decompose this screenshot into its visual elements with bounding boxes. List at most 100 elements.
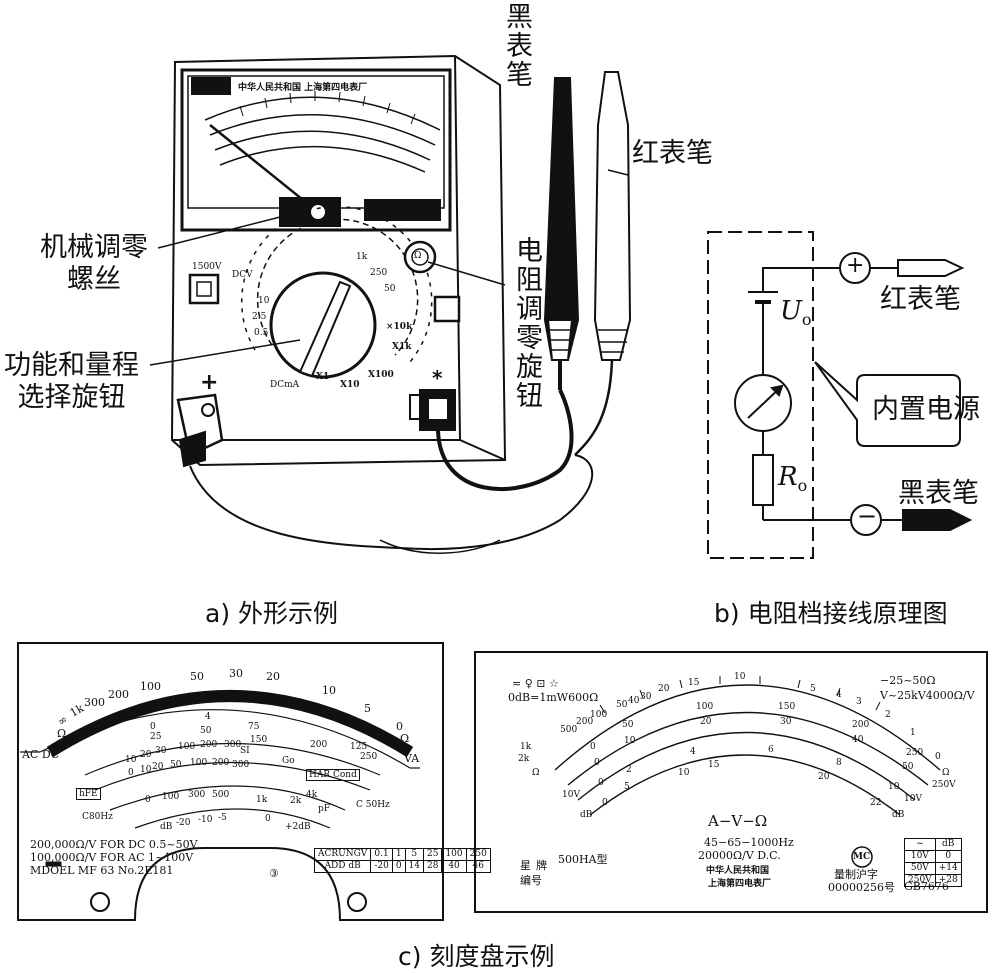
rd-v2-50: 50 <box>902 762 914 772</box>
left-dial <box>17 642 444 921</box>
rd-v3-4: 4 <box>690 747 696 757</box>
ohm-scale-300: 300 <box>84 696 105 709</box>
c50hz-label: C 50Hz <box>356 800 390 810</box>
dial-label-1k: 1k <box>356 252 368 262</box>
ohm-scale-30: 30 <box>229 667 243 680</box>
c80hz-label: C80Hz <box>82 812 113 822</box>
scale-50: 50 <box>200 726 212 736</box>
scale-250: 250 <box>360 752 378 762</box>
rd-v-150: 150 <box>778 702 796 712</box>
rd-v2-40: 40 <box>852 735 864 745</box>
add-db-cell: -20 <box>370 860 393 873</box>
dial-label-10: 10 <box>258 296 270 306</box>
circle-3-mark: ③ <box>269 867 279 880</box>
rd-left-ohm: Ω <box>532 768 540 778</box>
dial-label-dcv: DCV <box>232 270 253 280</box>
db-table-row: ~dB <box>904 838 962 851</box>
brand-star: 星 <box>520 859 531 872</box>
row5-minus10: -10 <box>198 815 213 825</box>
scale-200: 200 <box>310 740 328 750</box>
spec-right-1: −25~50Ω <box>880 674 936 687</box>
scale-150: 150 <box>250 735 268 745</box>
row5-plus2db: +2dB <box>285 822 311 832</box>
dial-label-x10k: ×10k <box>386 322 413 332</box>
maker-line2: 上海第四电表厂 <box>708 879 772 889</box>
rd-right-db: dB <box>892 810 905 820</box>
maker-line1: 中华人民共和国 <box>706 866 770 876</box>
ohm-scale-0: 0 <box>396 720 403 733</box>
ohm-unit-left: Ω <box>57 727 67 740</box>
row4-0: 0 <box>145 795 151 805</box>
row2-si: SI <box>240 746 250 756</box>
row2-30: 30 <box>155 746 167 756</box>
resistor-letter: R <box>778 462 798 492</box>
har-cond-label: HAR Cond <box>306 769 360 781</box>
rd-db-15: 15 <box>708 760 720 770</box>
db-table-row: 250V+28 <box>904 874 962 887</box>
dial-label-x1k: X1k <box>392 342 412 352</box>
va-label: VA <box>404 752 420 765</box>
scale-0: 0 <box>150 722 156 732</box>
spec-ac: 100,000Ω/V FOR AC 1~100V <box>30 851 194 864</box>
internal-power-callout: 内置电源 <box>872 394 980 425</box>
rd-top-3: 3 <box>856 697 862 707</box>
rd-top-0: 0 <box>935 752 941 762</box>
row2-200: 200 <box>200 740 218 750</box>
ohm-scale-5: 5 <box>364 702 371 715</box>
db-table-row: 50V+14 <box>904 862 962 875</box>
dial-label-2-5: 2.5 <box>252 312 267 322</box>
model-number: MDOEL MF 63 No.2E181 <box>30 864 174 877</box>
db-table-cell: 0 <box>934 850 962 863</box>
scale-4: 4 <box>205 712 211 722</box>
caption-b: b) 电阻档接线原理图 <box>714 599 948 628</box>
mc-mark: MC <box>853 852 871 862</box>
ohm-scale-10: 10 <box>322 684 336 697</box>
rd-left-10v: 10V <box>562 790 580 800</box>
spec-dc: 200,000Ω/V FOR DC 0.5~50V <box>30 838 198 851</box>
minus-terminal: − <box>857 502 878 530</box>
rd-top-20: 20 <box>658 684 670 694</box>
acrange-cell: 1 <box>391 848 406 861</box>
ohm-scale-100: 100 <box>140 680 161 693</box>
add-db-cell: 28 <box>422 860 443 873</box>
row3-100: 100 <box>190 758 208 768</box>
row4-1k: 1k <box>256 795 268 805</box>
caption-a: a) 外形示例 <box>205 599 339 628</box>
minus-jack-sign: * <box>432 366 443 390</box>
zero-screw-label-line2: 螺丝 <box>67 264 121 295</box>
db-table-cell: ~ <box>904 838 936 851</box>
rd-v2-10: 10 <box>624 736 636 746</box>
row4-100: 100 <box>162 792 180 802</box>
acrange-cell: 5 <box>404 848 425 861</box>
dial-label-x1: X1 <box>316 372 330 382</box>
rd-v3-8: 8 <box>836 758 842 768</box>
acrange-cell: 0.1 <box>370 848 393 861</box>
row4-4k: 4k <box>306 790 318 800</box>
function-knob-label-line2: 选择旋钮 <box>17 382 126 413</box>
black-probe-b: 黑表笔 <box>898 478 979 509</box>
row3-0: 0 <box>128 768 134 778</box>
db-table-cell: +28 <box>934 874 962 887</box>
resistor-subscript: o <box>797 476 808 496</box>
dial-label-x100: X100 <box>368 370 394 380</box>
row4-2k: 2k <box>290 796 302 806</box>
rd-left-db: dB <box>580 810 593 820</box>
hfe-label: hFE <box>76 788 101 800</box>
rd-top-1k: 1k <box>520 742 532 752</box>
row3-200: 200 <box>212 758 230 768</box>
license-number: 00000256号 <box>828 881 895 894</box>
acrange-cell: 100 <box>441 848 467 861</box>
multimeter-drawing <box>149 54 632 554</box>
function-knob-label: 功能和量程 选择旋钮 <box>4 350 139 414</box>
rd-top-10: 10 <box>734 672 746 682</box>
rd-top-200: 200 <box>576 717 594 727</box>
rd-db-10: 10 <box>678 768 690 778</box>
rd-db-5: 5 <box>624 782 630 792</box>
plus-jack-sign: + <box>200 370 219 395</box>
rd-v2-20: 20 <box>700 717 712 727</box>
db-table-cell: 50V <box>904 862 936 875</box>
row5-minus20: -20 <box>176 818 191 828</box>
